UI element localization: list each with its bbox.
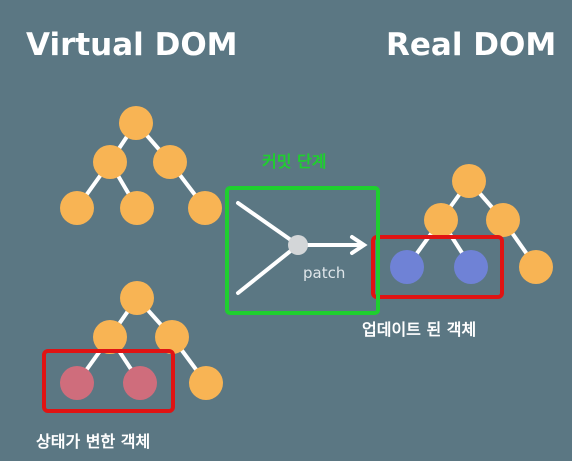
tree-node bbox=[155, 320, 189, 354]
patch-merge-lines bbox=[236, 201, 368, 295]
tree-node-updated bbox=[454, 250, 488, 284]
patch-label: patch bbox=[303, 264, 346, 282]
changed-objects-label: 상태가 변한 객체 bbox=[36, 432, 151, 451]
tree-node-updated bbox=[390, 250, 424, 284]
changed-objects-highlight-box bbox=[42, 349, 175, 413]
tree-node bbox=[120, 191, 154, 225]
tree-node-changed bbox=[60, 366, 94, 400]
virtual-dom-title: Virtual DOM bbox=[26, 27, 238, 63]
tree-node bbox=[93, 320, 127, 354]
real-dom-tree-nodes bbox=[390, 164, 553, 284]
updated-objects-highlight-box bbox=[371, 235, 504, 299]
tree-node bbox=[153, 145, 187, 179]
tree-node bbox=[120, 281, 154, 315]
virtual-dom-tree-bottom-nodes bbox=[60, 281, 223, 400]
updated-objects-label: 업데이트 된 객체 bbox=[362, 320, 477, 339]
tree-node bbox=[424, 203, 458, 237]
tree-node bbox=[93, 145, 127, 179]
tree-node bbox=[519, 250, 553, 284]
merge-line-lower bbox=[236, 243, 300, 295]
tree-node bbox=[188, 191, 222, 225]
patch-arrow-head bbox=[350, 235, 368, 255]
commit-phase-label: 커밋 단계 bbox=[262, 152, 327, 171]
tree-node-changed bbox=[123, 366, 157, 400]
real-dom-title: Real DOM bbox=[386, 27, 557, 63]
tree-node bbox=[486, 203, 520, 237]
patch-point bbox=[288, 235, 308, 255]
tree-node bbox=[189, 366, 223, 400]
tree-node bbox=[452, 164, 486, 198]
tree-node bbox=[60, 191, 94, 225]
tree-node bbox=[119, 106, 153, 140]
commit-phase-box bbox=[225, 186, 380, 315]
merge-line-upper bbox=[236, 201, 300, 247]
virtual-dom-tree-top-nodes bbox=[60, 106, 222, 225]
